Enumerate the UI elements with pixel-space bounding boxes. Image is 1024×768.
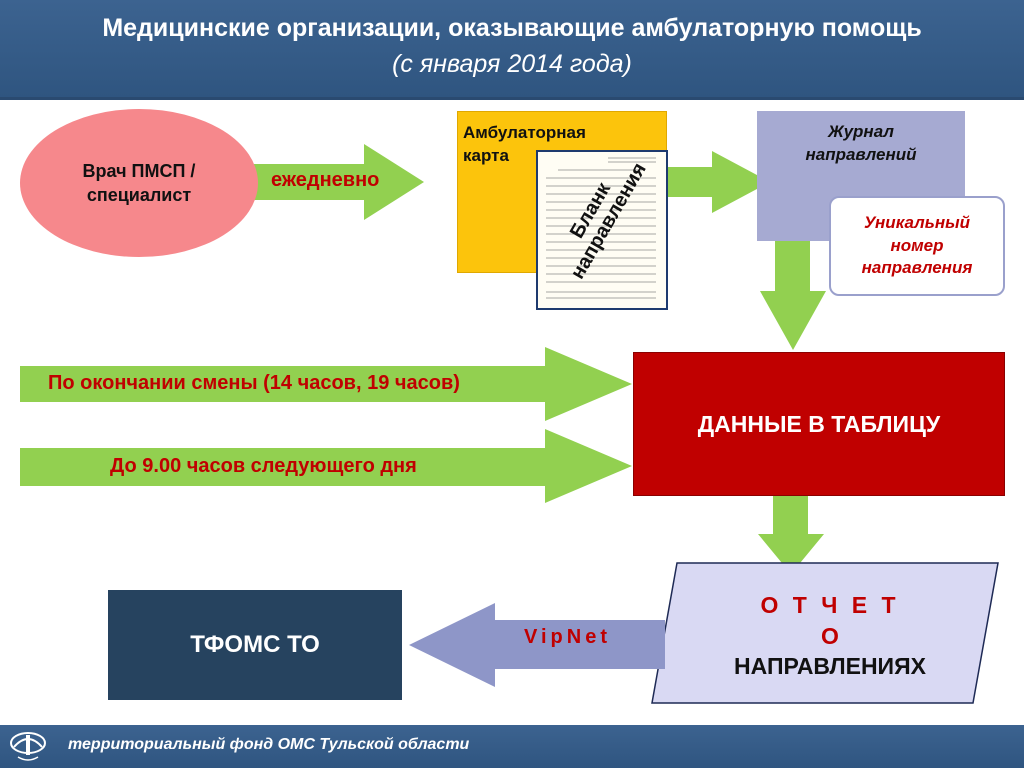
slide-footer: территориальный фонд ОМС Тульской област… (0, 725, 1024, 768)
journal-label: Журнал направлений (805, 122, 917, 164)
arrow-data-to-report (758, 494, 824, 574)
slide-title: Медицинские организации, оказывающие амб… (102, 14, 922, 42)
form-lines (546, 157, 656, 299)
doctor-label: Врач ПМСП / специалист (82, 160, 196, 205)
unique-number-label: Уникальный номер направления (861, 212, 973, 278)
shift-end-label: По окончании смены (14 часов, 19 часов) (48, 372, 460, 394)
footer-text: территориальный фонд ОМС Тульской област… (68, 736, 470, 753)
slide-subtitle: (с января 2014 года) (392, 50, 632, 78)
fund-logo-icon (10, 732, 46, 761)
next-day-label: До 9.00 часов следующего дня (110, 455, 417, 477)
arrow-vipnet (409, 603, 665, 687)
report-line-1: О Т Ч Е Т (760, 592, 900, 618)
unique-number-node: Уникальный номер направления (829, 196, 1005, 296)
arrow-shift-end (20, 347, 632, 421)
doctor-node: Врач ПМСП / специалист (20, 109, 258, 257)
slide-header: Медицинские организации, оказывающие амб… (0, 0, 1024, 100)
arrow-daily (254, 144, 424, 220)
report-line-3: НАПРАВЛЕНИЯХ (734, 653, 926, 680)
data-table-label: ДАННЫЕ В ТАБЛИЦУ (697, 410, 941, 437)
report-node: О Т Ч Е Т О НАПРАВЛЕНИЯХ (690, 590, 970, 682)
data-table-node: ДАННЫЕ В ТАБЛИЦУ (633, 352, 1005, 496)
vipnet-label: VipNet (524, 626, 611, 648)
tfoms-node: ТФОМС ТО (108, 590, 402, 700)
report-line-2: О (821, 622, 839, 649)
referral-form-image (536, 150, 668, 310)
tfoms-label: ТФОМС ТО (190, 631, 320, 658)
daily-label: ежедневно (271, 169, 380, 191)
arrow-next-day (20, 429, 632, 503)
arrow-card-to-journal (666, 151, 770, 213)
arrow-journal-to-data (760, 241, 826, 350)
ambulatory-card-label: Амбулаторная карта (463, 123, 586, 165)
